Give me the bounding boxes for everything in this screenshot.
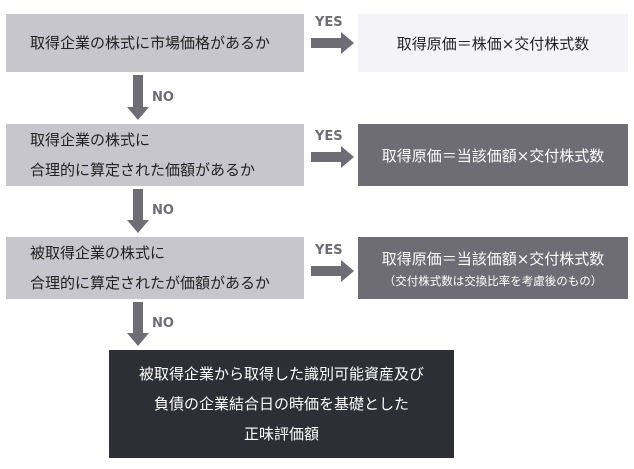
result-2-line-1: 取得原価＝当該価額×交付株式数 (381, 146, 605, 165)
result-box-1: 取得原価＝株価×交付株式数 (358, 14, 628, 72)
question-box-2: 取得企業の株式に 合理的に算定された価額があるか (6, 124, 304, 186)
yes-label-1: YES (315, 15, 343, 30)
question-3-line-2: 合理的に算定されたが価額があるか (30, 274, 271, 292)
question-2-line-1: 取得企業の株式に (30, 131, 151, 149)
no-arrow-2 (127, 189, 149, 233)
result-3-line-1: 取得原価＝当該価額×交付株式数 (381, 249, 605, 268)
result-3-note: （交付株式数は交換比率を考慮後のもの） (383, 273, 603, 288)
result-1-line-1: 取得原価＝株価×交付株式数 (396, 34, 590, 53)
question-box-1: 取得企業の株式に市場価格があるか (6, 14, 304, 72)
final-line-3: 正味評価額 (243, 425, 319, 443)
no-arrow-3 (127, 302, 149, 346)
yes-arrow-2 (311, 146, 354, 168)
question-box-3: 被取得企業の株式に 合理的に算定されたが価額があるか (6, 237, 304, 299)
question-1-line-1: 取得企業の株式に市場価格があるか (30, 34, 271, 52)
result-box-2: 取得原価＝当該価額×交付株式数 (358, 124, 628, 186)
yes-arrow-3 (311, 260, 354, 282)
result-box-3: 取得原価＝当該価額×交付株式数 （交付株式数は交換比率を考慮後のもの） (358, 237, 628, 299)
yes-label-2: YES (315, 129, 343, 144)
final-line-1: 被取得企業から取得した識別可能資産及び (138, 365, 424, 383)
no-label-2: NO (152, 203, 174, 218)
yes-label-3: YES (315, 243, 343, 258)
final-box: 被取得企業から取得した識別可能資産及び 負債の企業結合日の時価を基礎とした 正味… (109, 350, 454, 458)
final-line-2: 負債の企業結合日の時価を基礎とした (153, 395, 409, 413)
question-2-line-2: 合理的に算定された価額があるか (30, 161, 256, 179)
yes-arrow-1 (311, 32, 354, 54)
no-arrow-1 (127, 75, 149, 120)
question-3-line-1: 被取得企業の株式に (30, 244, 166, 262)
no-label-3: NO (152, 316, 174, 331)
no-label-1: NO (152, 90, 174, 105)
